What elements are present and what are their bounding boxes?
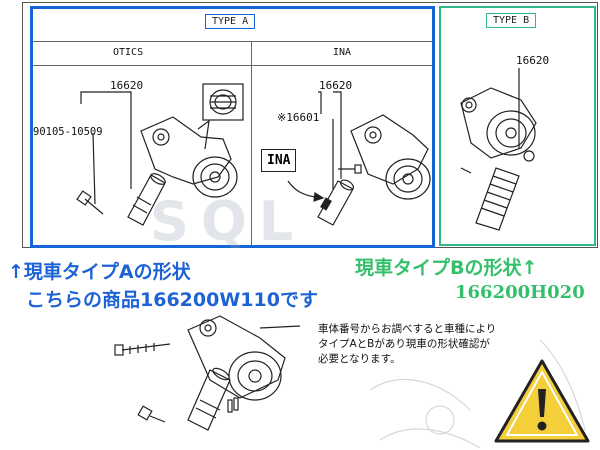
type-b-tensioner-drawing bbox=[460, 68, 537, 231]
otics-bolt-number: 90105-10509 bbox=[33, 126, 103, 138]
otics-tensioner-drawing bbox=[76, 83, 244, 226]
header-bottom-line bbox=[33, 65, 432, 66]
note-line-3: 必要となります。 bbox=[318, 353, 401, 365]
caption-type-b-line2: 166200H020 bbox=[455, 282, 585, 303]
caption-type-a-line1: ↑現車タイプAの形状 bbox=[8, 261, 191, 283]
watermark: SQL bbox=[150, 190, 306, 253]
otics-part-number: 16620 bbox=[110, 79, 144, 92]
ina-sub-number: ※16601 bbox=[277, 111, 320, 124]
ina-part-number: 16620 bbox=[319, 79, 353, 92]
ina-label-box: INA bbox=[261, 149, 297, 172]
ina-tensioner-drawing bbox=[287, 91, 431, 226]
type-a-panel: TYPE A OTICS INA 16620 90105-10509 16620… bbox=[30, 6, 435, 248]
type-a-tag: TYPE A bbox=[205, 14, 256, 29]
type-b-tag: TYPE B bbox=[486, 13, 537, 28]
background-sketch bbox=[369, 339, 586, 449]
product-tensioner-drawing bbox=[114, 315, 301, 431]
column-divider bbox=[251, 41, 252, 245]
otics-header: OTICS bbox=[113, 47, 144, 58]
caption-type-a-line2: こちらの商品166200W110です bbox=[26, 289, 318, 311]
note-line-1: 車体番号からお調べすると車種により bbox=[318, 323, 497, 335]
note-text: 車体番号からお調べすると車種により タイプAとBがあり現車の形状確認が 必要とな… bbox=[318, 322, 496, 367]
note-line-2: タイプAとBがあり現車の形状確認が bbox=[318, 338, 490, 350]
ina-header: INA bbox=[333, 47, 352, 58]
warning-icon bbox=[494, 359, 590, 443]
header-top-line bbox=[33, 41, 432, 42]
caption-type-b-line1: 現車タイプBの形状↑ bbox=[355, 257, 538, 279]
type-b-panel: TYPE B 16620 bbox=[439, 6, 596, 246]
type-b-part-number: 16620 bbox=[516, 54, 550, 67]
